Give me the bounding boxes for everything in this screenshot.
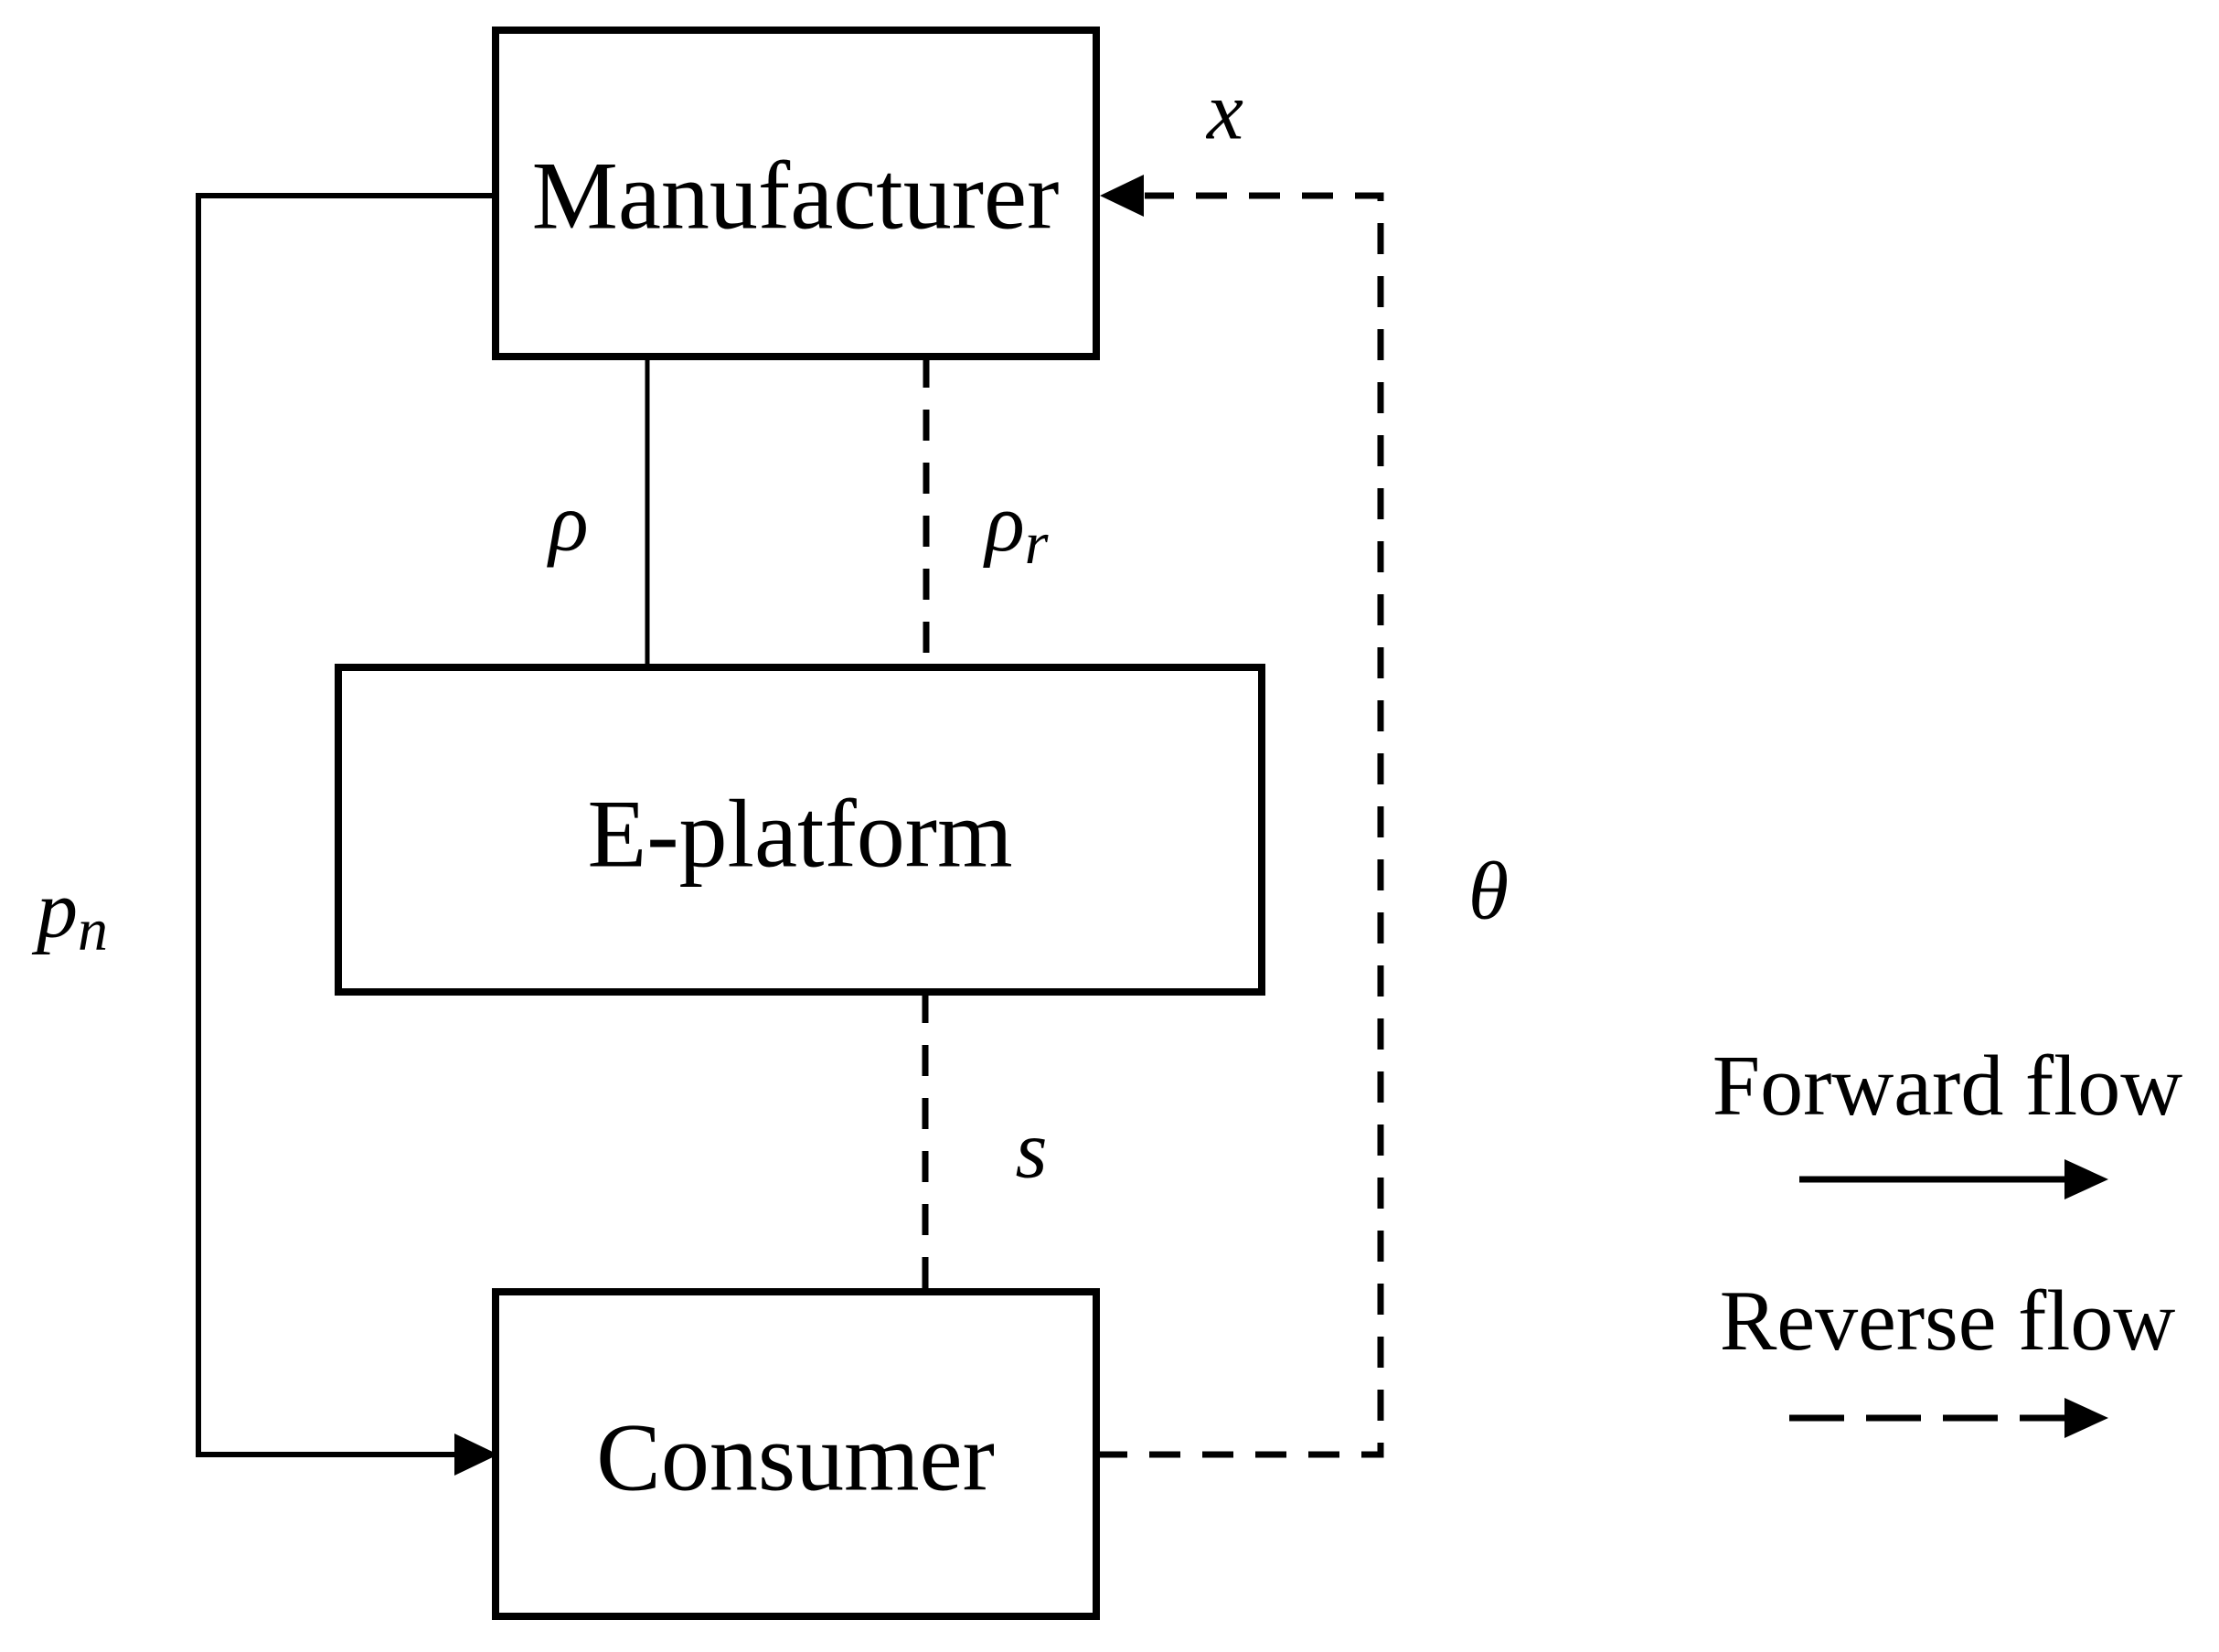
legend-forward-label: Forward flow: [1712, 1039, 2182, 1134]
label-theta: θ: [1468, 847, 1509, 937]
label-pn: pn: [31, 865, 108, 964]
legend-reverse-label: Reverse flow: [1720, 1274, 2176, 1369]
label-pn-subscript: n: [78, 897, 108, 964]
forward-arrowhead-into-consumer: [454, 1434, 498, 1476]
consumer-label: Consumer: [596, 1404, 995, 1511]
eplatform-label: E-platform: [587, 781, 1012, 888]
consumer-box: [492, 1288, 1100, 1620]
legend-reverse-arrowhead: [2064, 1398, 2108, 1438]
legend-forward-arrowhead: [2064, 1159, 2108, 1199]
manufacturer-box: [492, 27, 1100, 360]
label-rho-r: ρr: [983, 478, 1049, 577]
reverse-edge-consumer-manufacturer: [1096, 192, 1384, 1458]
label-rho: ρ: [546, 478, 588, 569]
eplatform-box: [335, 664, 1265, 996]
label-rho-r-base: ρ: [983, 478, 1025, 569]
forward-edge-manufacturer-consumer: [196, 193, 496, 1457]
manufacturer-label: Manufacturer: [532, 143, 1060, 250]
label-rho-r-subscript: r: [1025, 510, 1049, 577]
label-pn-base: p: [31, 865, 78, 955]
label-s: s: [1015, 1105, 1047, 1196]
label-x: x: [1205, 67, 1243, 157]
reverse-arrowhead-into-manufacturer: [1100, 175, 1144, 217]
